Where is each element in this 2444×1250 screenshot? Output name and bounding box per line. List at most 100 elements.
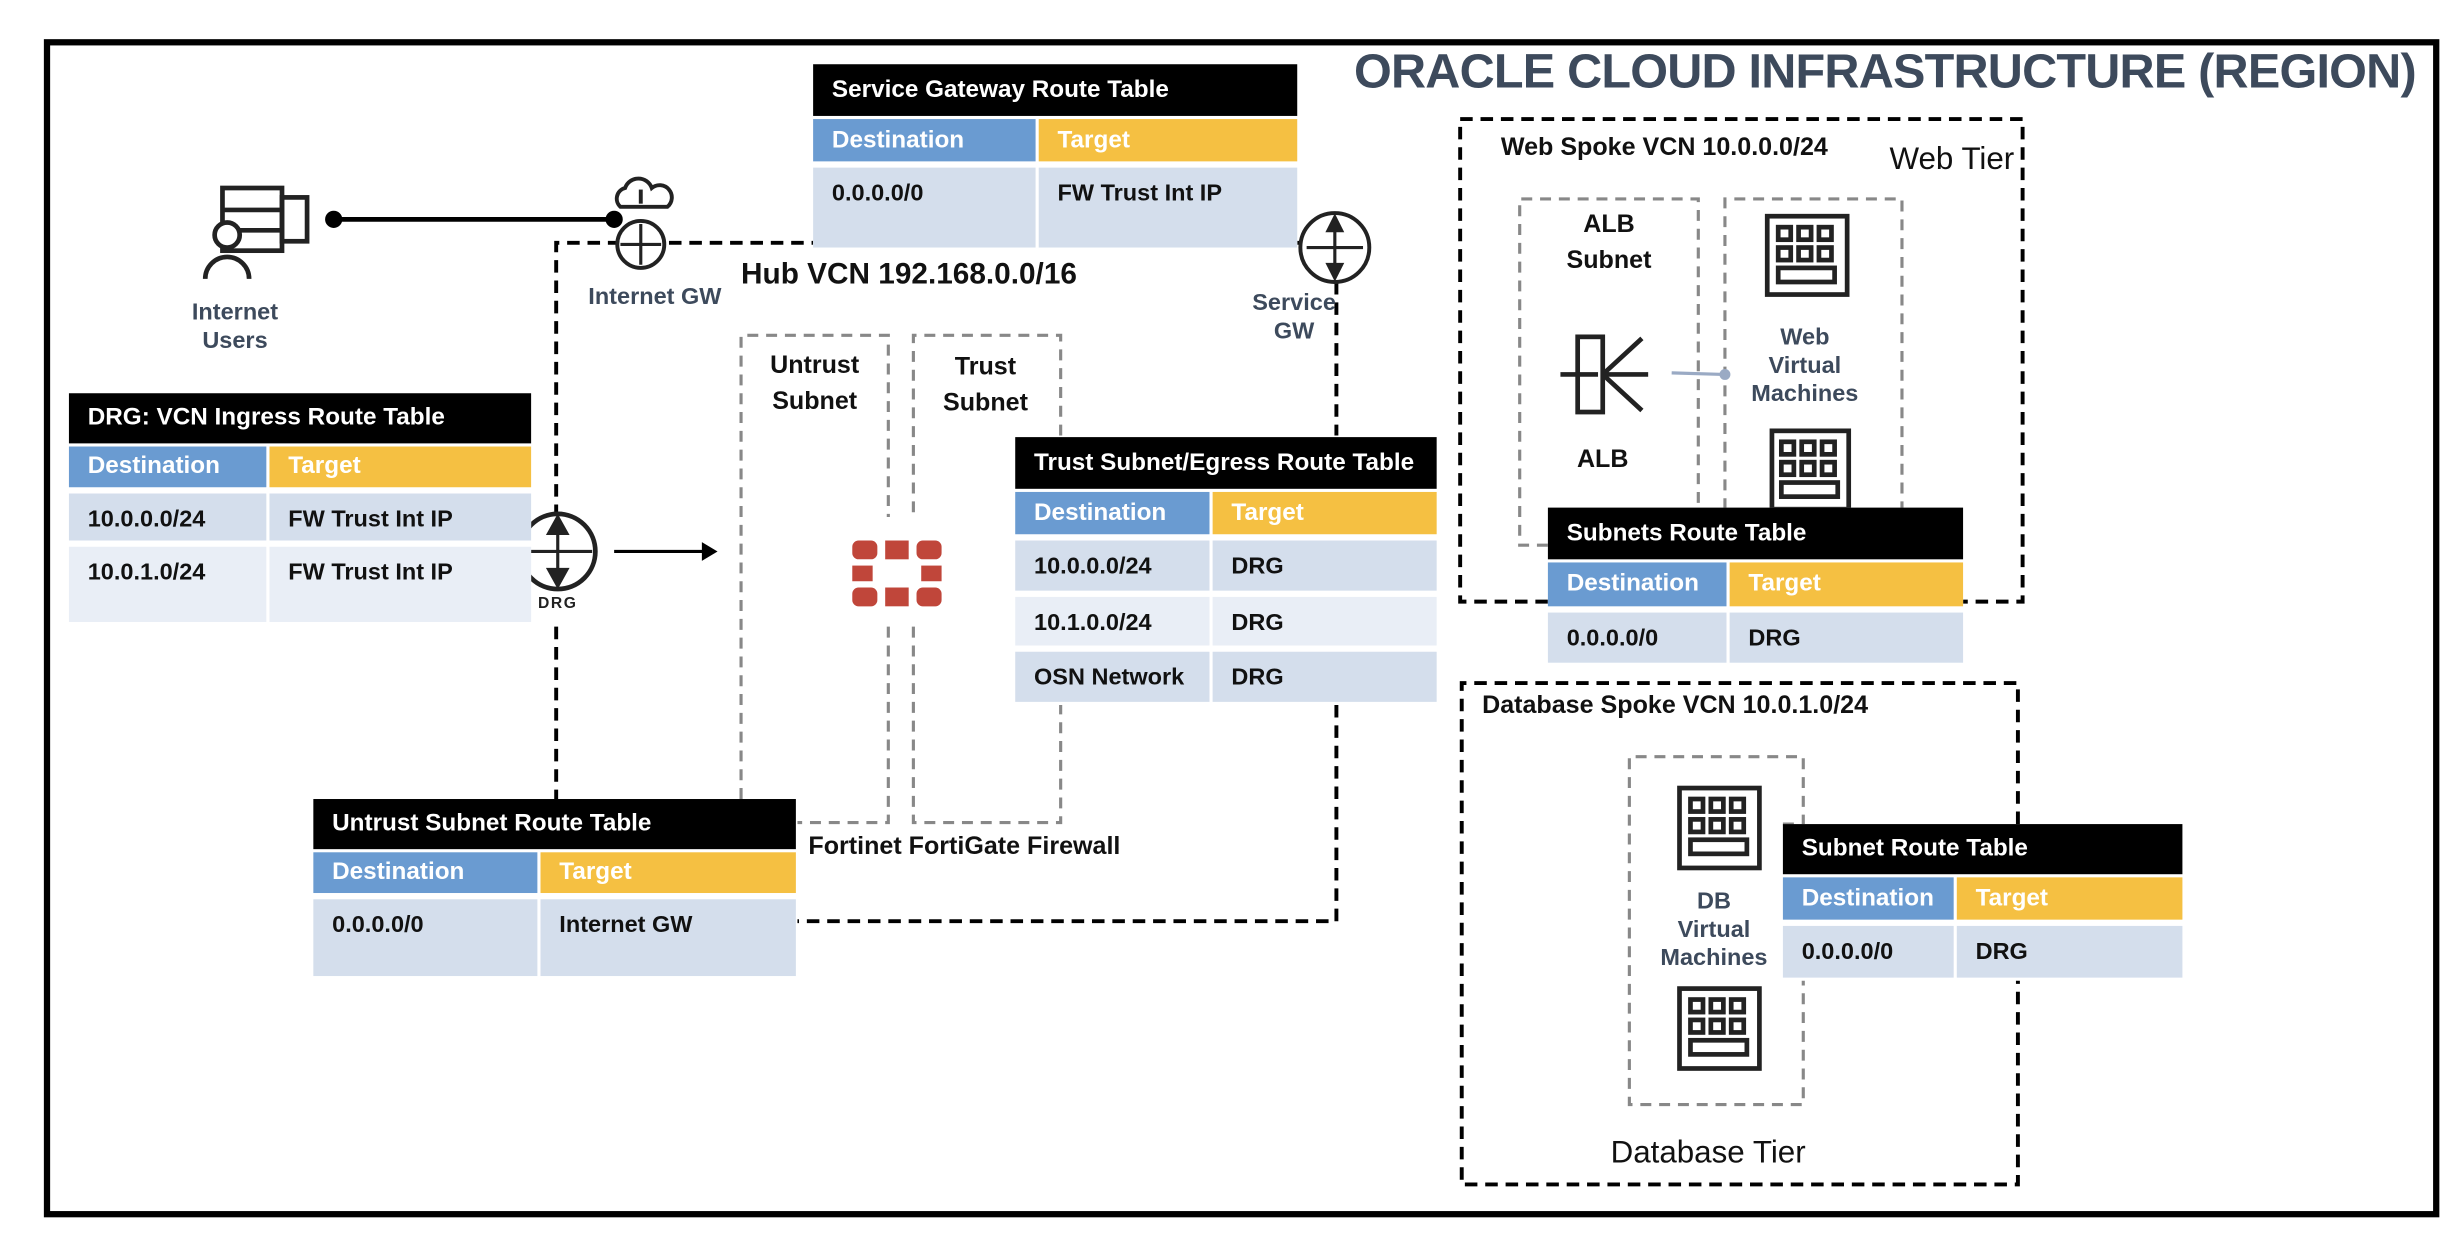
route-table-title: Subnet Route Table: [1782, 824, 2183, 875]
alb-subnet-border: [1518, 197, 1700, 547]
label-line: Machines: [1660, 944, 1768, 972]
target-cell: Internet GW: [540, 899, 796, 977]
db-subnet-route-table: Subnet Route Table Destination Target 0.…: [1782, 824, 2183, 978]
label-line: ALB: [1583, 211, 1635, 239]
route-table-title: Subnets Route Table: [1547, 507, 1964, 560]
destination-header: Destination: [813, 119, 1036, 162]
target-header: Target: [1212, 491, 1437, 535]
trust-egress-route-table: Trust Subnet/Egress Route Table Destinat…: [1015, 437, 1437, 702]
label-line: Subnet: [772, 388, 858, 416]
db-spoke-label: Database Spoke VCN 10.0.1.0/24: [1482, 692, 1869, 720]
web-vms-label: Web Virtual Machines: [1733, 324, 1877, 409]
table-row: 10.0.0.0/24 FW Trust Int IP: [68, 493, 532, 541]
target-cell: FW Trust Int IP: [269, 546, 532, 622]
table-row: 10.0.1.0/24 FW Trust Int IP: [68, 546, 532, 622]
alb-subnet-label: ALB Subnet: [1542, 207, 1677, 279]
internet-users-label: Internet Users: [172, 299, 297, 355]
label-line: Users: [202, 327, 268, 355]
target-cell: DRG: [1212, 651, 1437, 702]
web-vm-server-icon: [1769, 428, 1852, 512]
target-header: Target: [1729, 562, 1964, 607]
untrust-subnet-border: [739, 333, 890, 825]
target-header: Target: [540, 852, 796, 894]
web-tier-label: Web Tier: [1889, 142, 2015, 178]
drg-arrow: [614, 542, 718, 561]
label-line: Subnet: [1566, 247, 1652, 275]
destination-cell: 10.0.0.0/24: [1015, 540, 1210, 591]
db-spoke-border: [1459, 681, 2020, 1187]
route-table-header: Destination Target: [68, 446, 532, 488]
target-header: Target: [269, 446, 532, 488]
route-table-title: Service Gateway Route Table: [813, 64, 1298, 116]
route-table-header: Destination Target: [1547, 562, 1964, 607]
untrust-route-table: Untrust Subnet Route Table Destination T…: [313, 799, 796, 977]
fortinet-logo-icon: [852, 540, 942, 607]
drg-icon: [517, 511, 598, 592]
destination-header: Destination: [1015, 491, 1210, 535]
route-table-header: Destination Target: [313, 852, 796, 894]
firewall-label: Fortinet FortiGate Firewall: [808, 833, 1121, 861]
web-spoke-border: [1458, 117, 2025, 604]
route-table-title: DRG: VCN Ingress Route Table: [68, 393, 532, 444]
internet-link: [325, 210, 623, 228]
destination-header: Destination: [1547, 562, 1727, 607]
destination-cell: 10.1.0.0/24: [1015, 596, 1210, 646]
label-line: Service: [1252, 289, 1336, 317]
destination-header: Destination: [68, 446, 267, 488]
web-subnets-route-table: Subnets Route Table Destination Target 0…: [1547, 507, 1964, 663]
service-gw-label: Service GW: [1247, 290, 1341, 346]
destination-cell: 0.0.0.0/0: [813, 167, 1036, 248]
load-balancer-icon: [1560, 334, 1731, 415]
route-table-header: Destination Target: [1015, 491, 1437, 535]
label-line: Internet: [191, 299, 279, 326]
route-table-title: Trust Subnet/Egress Route Table: [1015, 437, 1437, 489]
destination-cell: 0.0.0.0/0: [1782, 925, 1954, 978]
target-cell: FW Trust Int IP: [1038, 167, 1298, 248]
table-row: 0.0.0.0/0 DRG: [1782, 925, 2183, 978]
target-cell: DRG: [1956, 925, 2183, 978]
route-table-header: Destination Target: [1782, 877, 2183, 920]
target-cell: FW Trust Int IP: [269, 493, 532, 541]
table-row: 10.0.0.0/24 DRG: [1015, 540, 1437, 591]
destination-cell: 0.0.0.0/0: [313, 899, 538, 977]
region-title: ORACLE CLOUD INFRASTRUCTURE (REGION): [1354, 43, 2417, 99]
label-line: Untrust: [770, 352, 860, 380]
untrust-subnet-label: Untrust Subnet: [749, 348, 881, 420]
destination-cell: 0.0.0.0/0: [1547, 612, 1727, 663]
destination-cell: OSN Network: [1015, 651, 1210, 702]
trust-subnet-border: [911, 333, 1063, 825]
db-vms-label: DB Virtual Machines: [1642, 888, 1786, 973]
label-line: Machines: [1751, 380, 1859, 408]
alb-label: ALB: [1576, 446, 1629, 474]
table-row: 0.0.0.0/0 Internet GW: [313, 899, 796, 977]
destination-header: Destination: [313, 852, 538, 894]
internet-users-icon: [202, 185, 310, 280]
table-row: 0.0.0.0/0 FW Trust Int IP: [813, 167, 1298, 248]
destination-cell: 10.0.1.0/24: [68, 546, 267, 622]
destination-header: Destination: [1782, 877, 1954, 920]
internet-gw-icon: [614, 176, 674, 270]
target-header: Target: [1956, 877, 2183, 920]
destination-cell: 10.0.0.0/24: [68, 493, 267, 541]
target-header: Target: [1038, 119, 1298, 162]
target-cell: DRG: [1729, 612, 1964, 663]
label-line: GW: [1273, 318, 1315, 345]
region-frame: [43, 39, 2440, 1218]
service-gw-icon: [1298, 211, 1372, 284]
table-row: OSN Network DRG: [1015, 651, 1437, 702]
label-line: Virtual: [1677, 916, 1751, 944]
label-line: Web: [1780, 324, 1830, 351]
table-row: 0.0.0.0/0 DRG: [1547, 612, 1964, 663]
db-vm-server-icon: [1677, 785, 1762, 871]
internet-gw-label: Internet GW: [588, 283, 722, 311]
trust-subnet-label: Trust Subnet: [920, 349, 1052, 421]
drg-ingress-route-table: DRG: VCN Ingress Route Table Destination…: [68, 393, 532, 622]
target-cell: DRG: [1212, 540, 1437, 591]
db-tier-label: Database Tier: [1610, 1135, 1806, 1171]
table-row: 10.1.0.0/24 DRG: [1015, 596, 1437, 646]
target-cell: DRG: [1212, 596, 1437, 646]
web-spoke-label: Web Spoke VCN 10.0.0.0/24: [1500, 134, 1828, 162]
web-vm-subnet-border: [1723, 197, 1904, 510]
